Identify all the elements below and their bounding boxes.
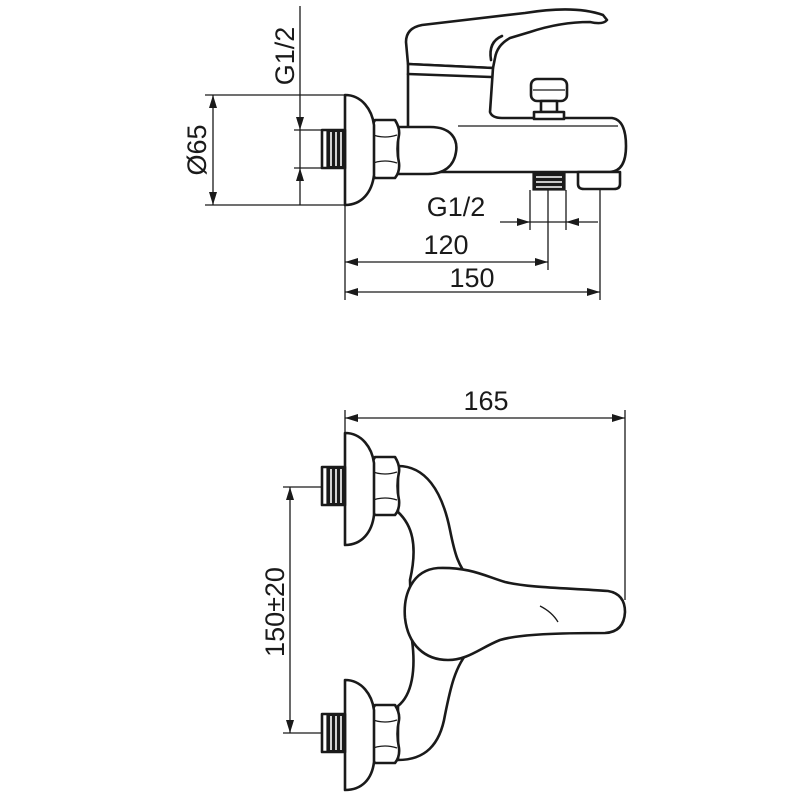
lower-wall-flange — [343, 678, 376, 792]
dimension-inlet-thread: G1/2 — [270, 6, 322, 205]
lever-plan — [403, 566, 627, 662]
diverter-stem — [539, 99, 559, 114]
arrowhead — [345, 414, 358, 422]
dimension-inlet-spacing: 150±20 — [260, 486, 322, 734]
arrowhead — [517, 218, 530, 226]
dimension-total-depth: 150 — [345, 190, 601, 300]
side-view: Ø65 G1/2 G1/2 120 — [182, 6, 628, 300]
arrowhead — [345, 258, 358, 266]
body-base-line — [406, 72, 493, 79]
lever-nub — [489, 34, 504, 62]
arrowhead — [535, 258, 548, 266]
body-column — [406, 62, 628, 174]
arrowhead — [296, 168, 304, 181]
flange-diameter-label: Ø65 — [182, 124, 212, 175]
spout-outlet — [576, 170, 622, 191]
arrowhead — [566, 218, 579, 226]
wall-flange-side — [343, 93, 376, 207]
arrowhead — [612, 414, 625, 422]
plan-view: 165 150±20 — [260, 386, 627, 792]
lever-side — [404, 8, 609, 70]
outlet-thread-label: G1/2 — [427, 192, 486, 222]
arrowhead — [209, 192, 217, 205]
arrowhead — [587, 288, 600, 296]
dimension-outlet-distance: 120 — [344, 190, 549, 300]
upper-wall-flange — [343, 431, 376, 547]
dimension-flange-diameter: Ø65 — [182, 94, 345, 206]
lever-detail — [539, 605, 559, 623]
dimension-outlet-thread: G1/2 — [427, 190, 598, 230]
arrowhead — [296, 117, 304, 130]
inlet-thread-label: G1/2 — [270, 27, 300, 86]
arrowhead — [209, 95, 217, 108]
total-width-label: 165 — [463, 386, 508, 416]
outlet-distance-label: 120 — [423, 230, 468, 260]
arrowhead — [286, 720, 294, 733]
arrowhead — [286, 487, 294, 500]
dimension-total-width: 165 — [344, 386, 626, 600]
diverter-base — [532, 110, 566, 121]
inlet-spacing-label: 150±20 — [260, 567, 290, 657]
arrowhead — [345, 288, 358, 296]
total-depth-label: 150 — [449, 263, 494, 293]
connection-pipe — [396, 125, 458, 176]
